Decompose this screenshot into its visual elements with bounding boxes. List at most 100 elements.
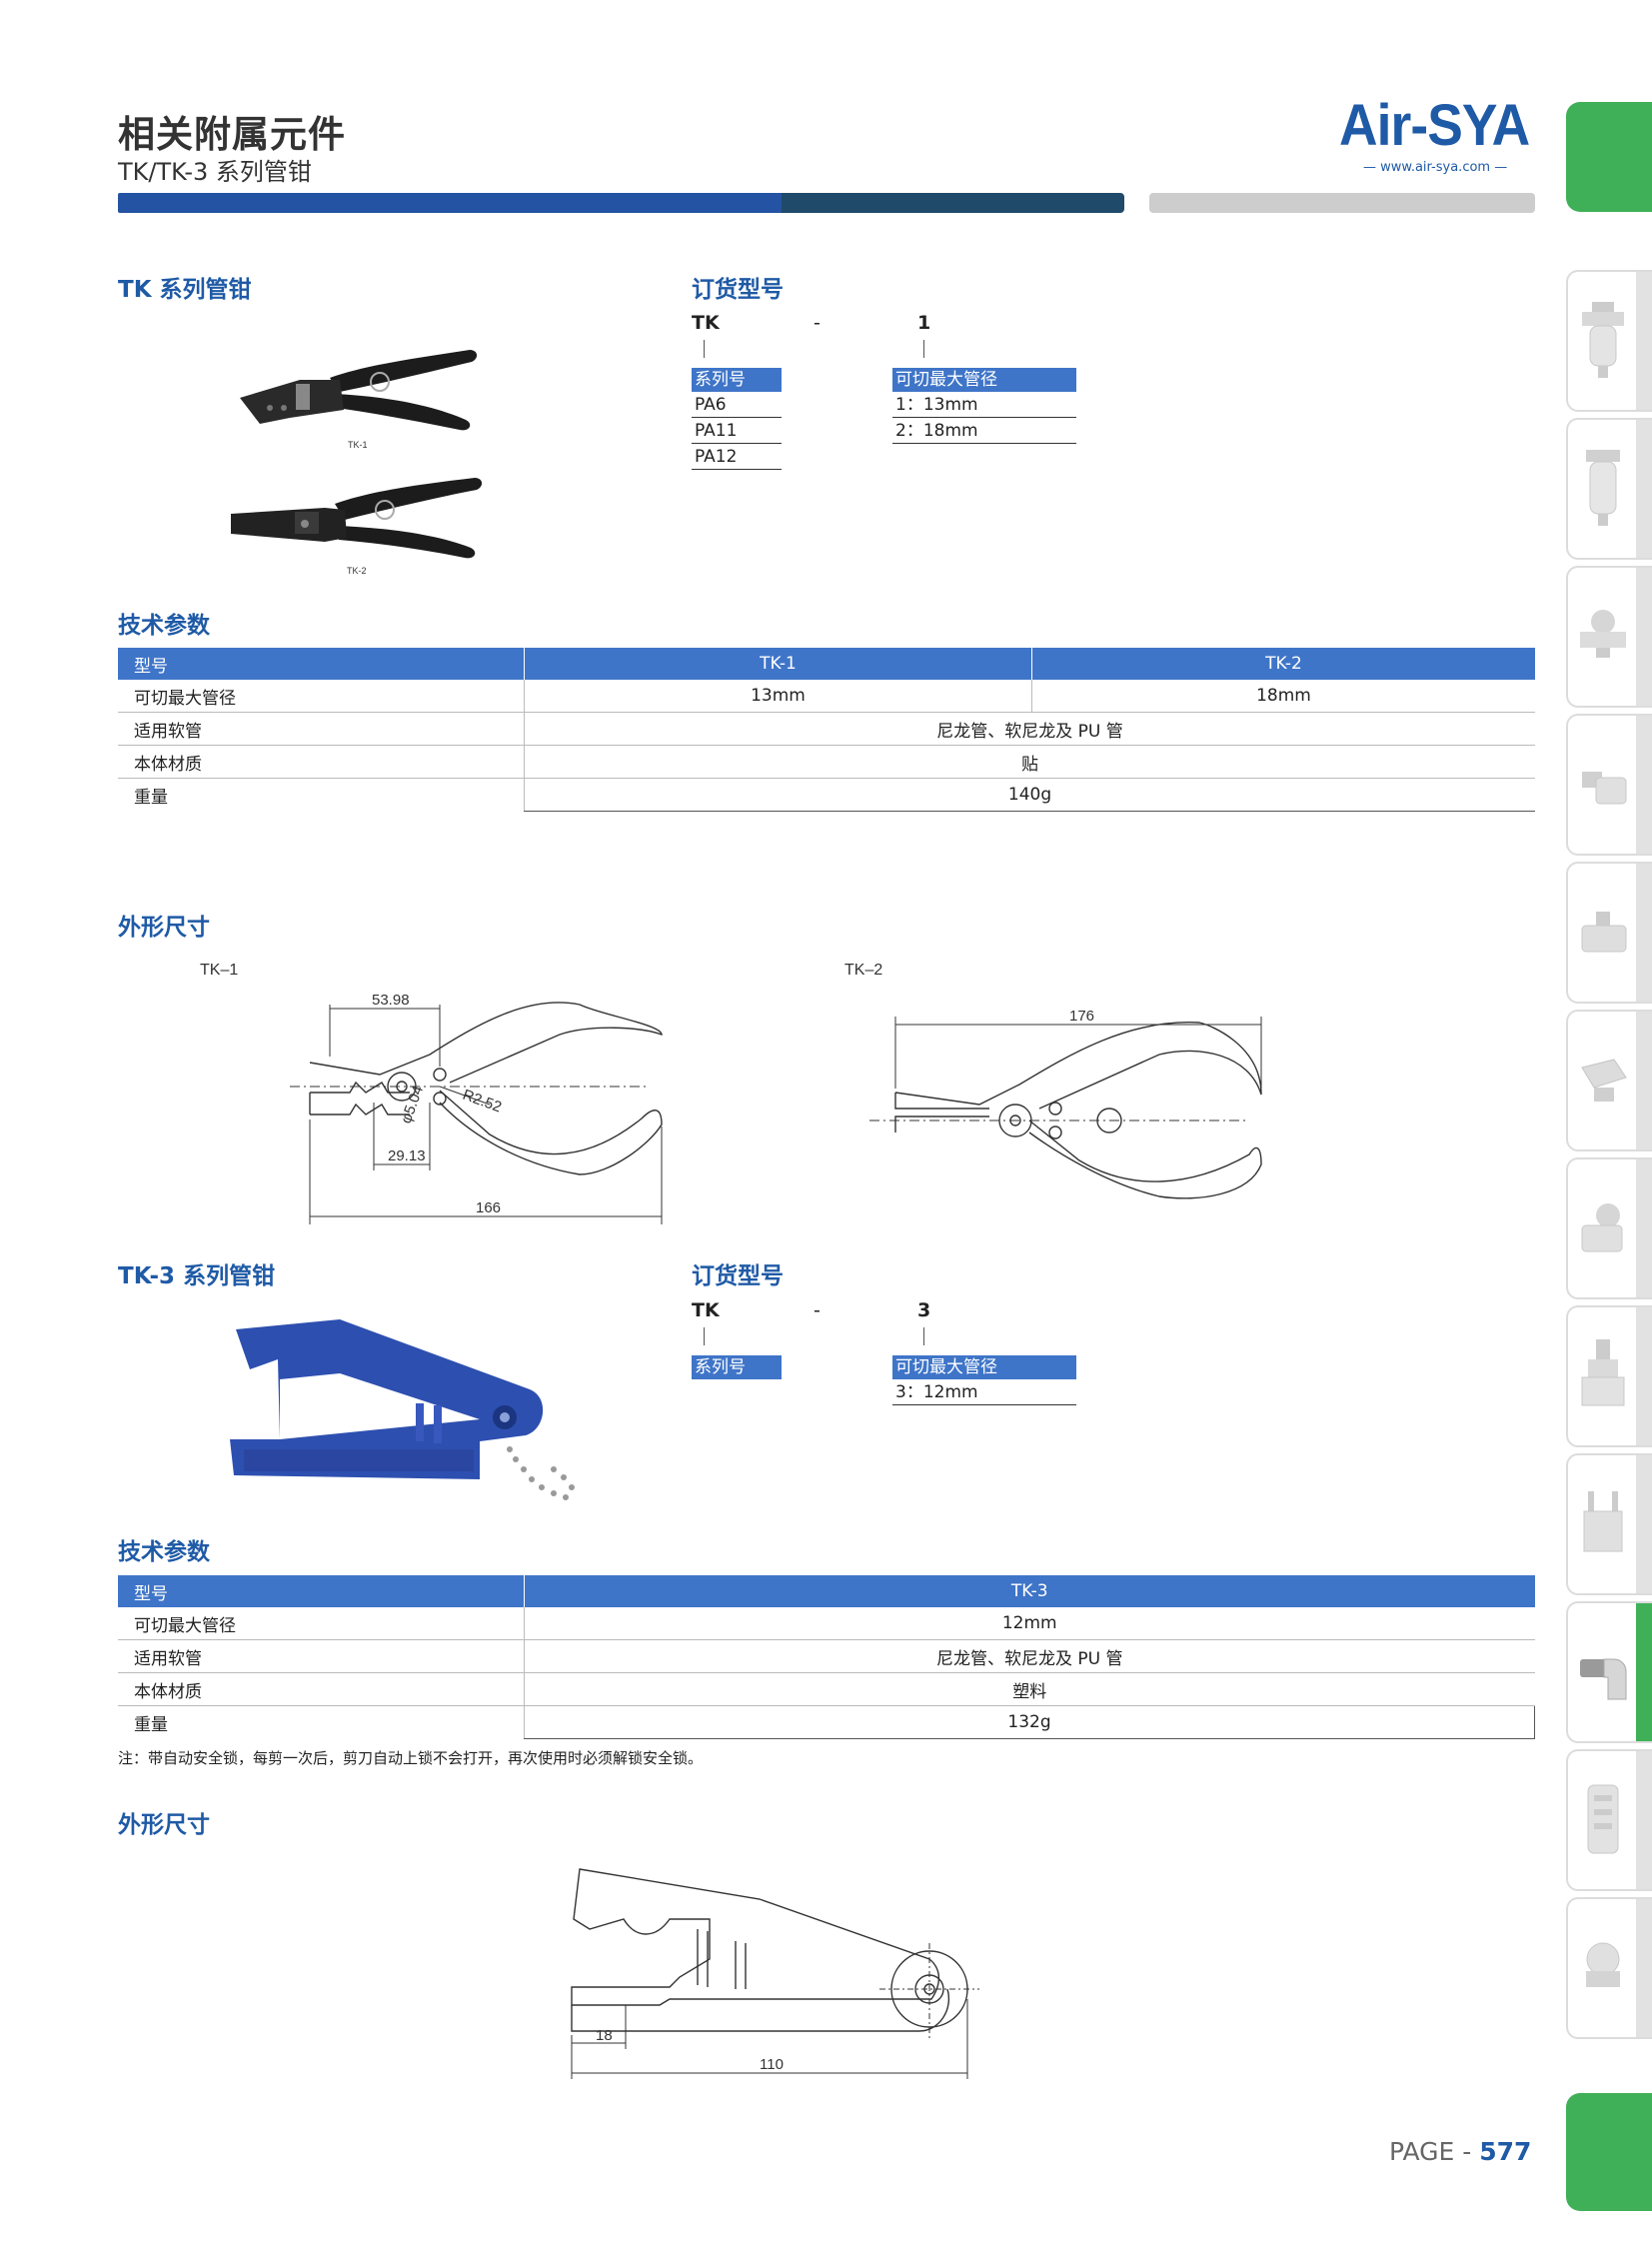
spec-head-model: TK-1: [524, 648, 1032, 680]
accessory-icon: [1586, 1942, 1620, 1987]
tk-max-item: 2：18mm: [892, 418, 1076, 444]
spec-head-label: 型号: [118, 1575, 525, 1607]
tk3-dims-title: 外形尺寸: [118, 1812, 210, 1838]
side-tab-silencer[interactable]: [1566, 1749, 1652, 1891]
page-prefix: PAGE -: [1389, 2137, 1480, 2166]
tk-series-item: PA11: [692, 418, 782, 444]
tk1-dim-mid: 29.13: [388, 1147, 426, 1164]
tk-order-tick-max: [923, 340, 924, 358]
tk-spec-table: 型号 TK-1 TK-2 可切最大管径 13mm 18mm 适用软管 尼龙管、软…: [118, 648, 1535, 812]
tk3-order-dash: -: [814, 1299, 821, 1321]
page-number-value: 577: [1479, 2137, 1532, 2166]
side-tab-filter-regulator[interactable]: [1566, 270, 1652, 412]
tk3-dimension-drawing: 18 110: [571, 1868, 979, 2079]
tk-max-item: 1：13mm: [892, 392, 1076, 418]
side-tab-solenoid[interactable]: [1566, 714, 1652, 856]
spec-cell: 尼龙管、软尼龙及 PU 管: [524, 712, 1535, 746]
tk3-max-item: 3：12mm: [892, 1379, 1076, 1405]
tk3-order-title: 订货型号: [692, 1263, 784, 1289]
tk2-photo-label: TK-2: [347, 566, 367, 576]
brand-logo: Air-SYA: [1339, 93, 1530, 158]
spec-cell: 18mm: [1031, 680, 1535, 713]
gripper-icon: [1583, 1491, 1623, 1552]
spec-row-label: 可切最大管径: [118, 1607, 525, 1640]
side-tab-cylinder[interactable]: [1566, 862, 1652, 1004]
table-row: 适用软管 尼龙管、软尼龙及 PU 管: [118, 1639, 1535, 1673]
tk1-dims-label: TK–1: [200, 962, 239, 979]
side-tab-lubricator[interactable]: [1566, 418, 1652, 560]
tk3-max-diameter-options: 可切最大管径 3：12mm: [892, 1355, 1076, 1405]
tk-order-tick-series: [704, 340, 705, 358]
tk1-dim-total: 166: [476, 1199, 501, 1216]
tk3-order-tick-series: [704, 1327, 705, 1345]
tk-order-suffix: 1: [917, 312, 931, 334]
table-row: 型号 TK-1 TK-2: [118, 648, 1535, 680]
tk3-series-head: 系列号: [692, 1355, 782, 1379]
spec-head-model: TK-3: [524, 1575, 1535, 1607]
tk-order-dash: -: [814, 312, 821, 334]
tk-spec-title: 技术参数: [118, 613, 210, 639]
spec-row-label: 可切最大管径: [118, 680, 525, 713]
side-tab-actuator[interactable]: [1566, 1010, 1652, 1151]
side-tab-accessory[interactable]: [1566, 1897, 1652, 2039]
tk-series-head: 系列号: [692, 368, 782, 392]
spec-cell: 13mm: [524, 680, 1032, 713]
spec-row-label: 本体材质: [118, 745, 525, 779]
bottom-green-tab[interactable]: [1566, 2093, 1652, 2211]
spec-cell: 140g: [524, 778, 1535, 812]
tk1-photo-label: TK-1: [348, 440, 368, 450]
table-row: 重量 132g: [118, 1705, 1535, 1739]
header-bar-blue: [118, 193, 782, 213]
spec-cell: 贴: [524, 745, 1535, 779]
tk2-dims-label: TK–2: [844, 962, 883, 979]
header-bar-teal: [782, 193, 1124, 213]
tk3-order-suffix: 3: [917, 1299, 931, 1321]
table-row: 可切最大管径 12mm: [118, 1607, 1535, 1640]
tk-order-title: 订货型号: [692, 277, 784, 303]
actuator-icon: [1581, 1059, 1627, 1102]
tk2-plier-photo: TK-2: [231, 478, 483, 576]
page-subtitle: TK/TK-3 系列管钳: [118, 158, 312, 186]
manifold-icon: [1581, 1339, 1625, 1406]
cylinder-icon: [1581, 912, 1627, 953]
valve-icon: [1580, 610, 1626, 658]
page-number: PAGE - 577: [1389, 2137, 1531, 2166]
tk1-dimension-drawing: 53.98 29.13 166 φ5.04 R2.52: [290, 992, 663, 1224]
side-tab-pressure-switch[interactable]: [1566, 1157, 1652, 1299]
tk1-dim-radius: R2.52: [461, 1087, 504, 1117]
spec-head-label: 型号: [118, 648, 525, 680]
tk3-max-head: 可切最大管径: [892, 1355, 1076, 1379]
spec-cell: 尼龙管、软尼龙及 PU 管: [524, 1639, 1535, 1673]
tk3-spec-title: 技术参数: [118, 1539, 210, 1565]
side-tab-gripper[interactable]: [1566, 1453, 1652, 1595]
tk-max-head: 可切最大管径: [892, 368, 1076, 392]
spec-row-label: 本体材质: [118, 1672, 525, 1706]
side-tab-manifold[interactable]: [1566, 1305, 1652, 1447]
tk-order-prefix: TK: [692, 312, 720, 334]
side-tab-valve[interactable]: [1566, 566, 1652, 708]
fitting-elbow-icon: [1580, 1658, 1627, 1700]
solenoid-icon: [1582, 772, 1627, 805]
spec-head-model: TK-2: [1031, 648, 1535, 680]
side-tab-fittings[interactable]: [1566, 1601, 1652, 1743]
filter-regulator-icon: [1582, 302, 1624, 378]
table-row: 型号 TK-3: [118, 1575, 1535, 1607]
table-row: 重量 140g: [118, 778, 1535, 812]
spec-row-label: 适用软管: [118, 712, 525, 746]
page-title: 相关附属元件: [118, 113, 346, 156]
tk3-stripper-photo: [230, 1319, 575, 1500]
tk3-safety-note: 注：带自动安全锁，每剪一次后，剪刀自动上锁不会打开，再次使用时必须解锁安全锁。: [118, 1749, 704, 1767]
top-green-tab[interactable]: [1566, 102, 1652, 212]
tk3-section-title: TK-3 系列管钳: [118, 1263, 276, 1289]
header-bar-grey: [1149, 193, 1535, 213]
tk2-dimension-drawing: 176: [869, 1008, 1262, 1199]
tk3-series-options: 系列号: [692, 1355, 782, 1379]
table-row: 本体材质 贴: [118, 745, 1535, 779]
spec-cell: 12mm: [524, 1607, 1535, 1640]
tk2-dim-total: 176: [1069, 1008, 1094, 1025]
tk1-dim-top: 53.98: [372, 992, 410, 1009]
tk3-order-prefix: TK: [692, 1299, 720, 1321]
tk1-plier-photo: TK-1: [240, 350, 478, 450]
lubricator-icon: [1586, 450, 1620, 526]
spec-row-label: 重量: [134, 1714, 168, 1735]
